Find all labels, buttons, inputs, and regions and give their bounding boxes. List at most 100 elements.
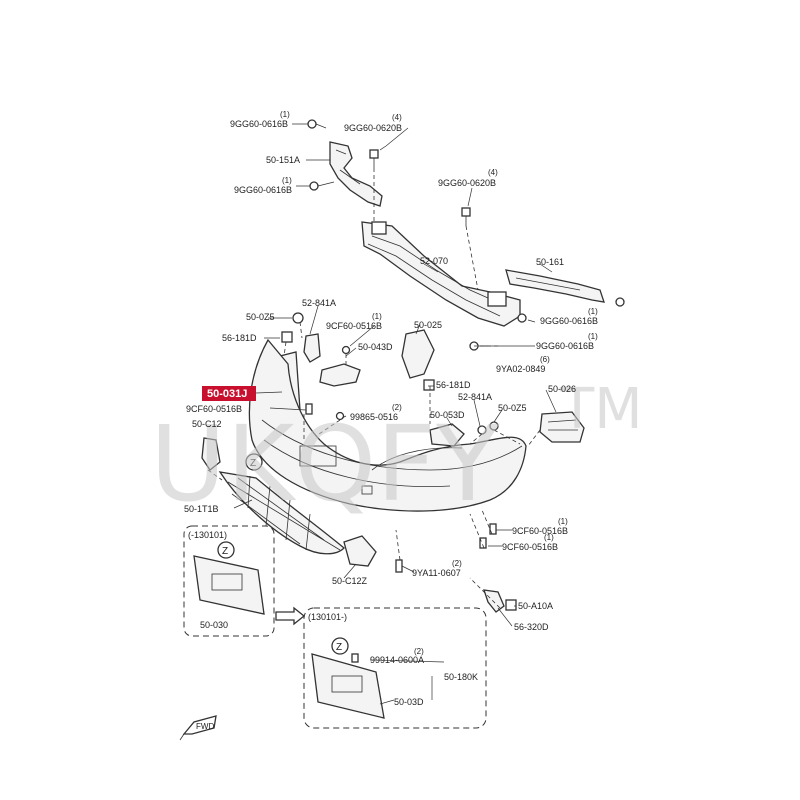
qty-b6: (1)	[588, 332, 598, 341]
label-50-053d: 50-053D	[430, 410, 465, 420]
label-b13: 9YA11-0607	[412, 568, 461, 578]
highlight-label-50-031j: 50-031J	[202, 386, 256, 401]
label-50-025: 50-025	[414, 320, 442, 330]
qty-b8: (1)	[372, 312, 382, 321]
label-b8: 9CF60-0516B	[326, 321, 382, 331]
box-pre-130101	[183, 525, 275, 637]
bolt-9gg60-0620b-right	[461, 207, 471, 226]
qty-b10: (2)	[392, 403, 402, 412]
leader-lines	[233, 123, 557, 705]
part-labels: (1) 9GG60-0616B (4) 9GG60-0620B 50-151A …	[184, 110, 598, 707]
label-b9: 9CF60-0516B	[186, 404, 242, 414]
hook-56-320d	[483, 589, 505, 613]
label-50-161: 50-161	[536, 257, 564, 267]
label-box1-title: (-130101)	[188, 530, 227, 540]
qty-b14: (2)	[414, 647, 424, 656]
label-52-070: 52-070	[420, 256, 448, 266]
bolt-9gg60-0620b-left	[369, 149, 379, 168]
qty-b13: (2)	[452, 559, 462, 568]
bolt-9gg60-0616b-right-b	[517, 313, 527, 323]
license-plate-bracket-50-030	[193, 555, 265, 615]
label-56-181d-left: 56-181D	[222, 333, 257, 343]
fwd-arrow-box	[275, 606, 306, 626]
qty-b2: (4)	[392, 113, 402, 122]
assembly-lines	[207, 168, 541, 609]
label-56-320d: 56-320D	[514, 622, 549, 632]
side-bracket-50-161	[505, 269, 605, 303]
qty-b5: (1)	[588, 307, 598, 316]
label-50-180k: 50-180K	[444, 672, 478, 682]
bumper-reinforcement-52-070	[361, 221, 521, 327]
label-50-1t1b: 50-1T1B	[184, 504, 219, 514]
z-marker-box1: Z	[217, 541, 235, 559]
label-52-841a-right: 52-841A	[458, 392, 492, 402]
bolt-9cf60-0516b-lower	[305, 403, 313, 415]
svg-text:FWD: FWD	[196, 722, 214, 731]
label-50-c12z: 50-C12Z	[332, 576, 368, 586]
svg-text:Z: Z	[222, 546, 228, 557]
label-50-026: 50-026	[548, 384, 576, 394]
label-b12: 9CF60-0516B	[502, 542, 558, 552]
clip-56-181d-left	[281, 331, 293, 343]
label-50-151a: 50-151A	[266, 155, 300, 165]
label-50-030: 50-030	[200, 620, 228, 630]
label-b5: 9GG60-0616B	[540, 316, 598, 326]
label-50-c12: 50-C12	[192, 419, 222, 429]
label-b10: 99865-0516	[350, 412, 398, 422]
label-b4: 9GG60-0620B	[438, 178, 496, 188]
bracket-50-043d	[319, 363, 361, 387]
qty-b1: (1)	[280, 110, 290, 119]
bolt-9ya11-0607	[395, 559, 403, 573]
label-50-0z5-right: 50-0Z5	[498, 403, 527, 413]
label-56-181d-right: 56-181D	[436, 380, 471, 390]
label-b7: 9YA02-0849	[496, 364, 545, 374]
label-box2-title: (130101-)	[308, 612, 347, 622]
qty-b7: (6)	[540, 355, 550, 364]
license-plate-bracket-50-03d	[311, 653, 385, 719]
svg-text:UKQFY: UKQFY	[150, 403, 500, 525]
label-50-a10a: 50-A10A	[518, 601, 553, 611]
label-50-03d: 50-03D	[394, 697, 424, 707]
lower-grille-50-1t1b	[218, 471, 345, 555]
clip-56-181d-right	[423, 379, 435, 391]
label-b2: 9GG60-0620B	[344, 123, 402, 133]
z-marker-main: Z	[245, 453, 263, 471]
bolt-9cf60-0516b-mid	[341, 345, 351, 355]
svg-text:Z: Z	[336, 642, 342, 653]
fog-cover-50-c12	[201, 437, 221, 471]
highlight-text: 50-031J	[207, 388, 247, 400]
box-post-130101	[303, 607, 487, 729]
bracket-50-053d	[429, 423, 465, 447]
watermark: UKQFY TM	[150, 377, 643, 525]
qty-b3: (1)	[282, 176, 292, 185]
label-50-0z5-top: 50-0Z5	[246, 312, 275, 322]
svg-text:TM: TM	[559, 377, 643, 442]
fwd-direction-icon: FWD	[179, 715, 217, 741]
bolt-9gg60-0616b-right-a	[615, 297, 625, 307]
bracket-50-025	[401, 329, 435, 379]
upper-bracket-50-151a	[329, 141, 383, 207]
qty-b11: (1)	[558, 517, 568, 526]
bumper-cover	[248, 338, 527, 512]
cap-50-a10a	[505, 599, 517, 611]
label-50-043d: 50-043D	[358, 342, 393, 352]
z-marker-box2: Z	[331, 637, 349, 655]
clip-50-0z5-top	[292, 312, 304, 324]
label-b3: 9GG60-0616B	[234, 185, 292, 195]
bolt-99865-0516	[335, 411, 345, 421]
bolt-9gg60-0616b-mid	[309, 181, 335, 191]
label-b14: 99914-0600A	[370, 655, 424, 665]
bracket-52-841a-left	[303, 333, 321, 363]
qty-b12: (1)	[544, 533, 554, 542]
highlight-box	[202, 386, 256, 401]
bolt-9cf60-0516b-right-1	[489, 523, 497, 535]
label-b6: 9GG60-0616B	[536, 341, 594, 351]
label-b1: 9GG60-0616B	[230, 119, 288, 129]
grille-cover-50-026	[539, 411, 585, 443]
bolt-9gg60-0616b-top	[307, 119, 327, 129]
label-b11: 9CF60-0516B	[512, 526, 568, 536]
fog-cover-50-c12z	[343, 535, 377, 567]
label-52-841a-left: 52-841A	[302, 298, 336, 308]
svg-text:Z: Z	[250, 458, 256, 469]
